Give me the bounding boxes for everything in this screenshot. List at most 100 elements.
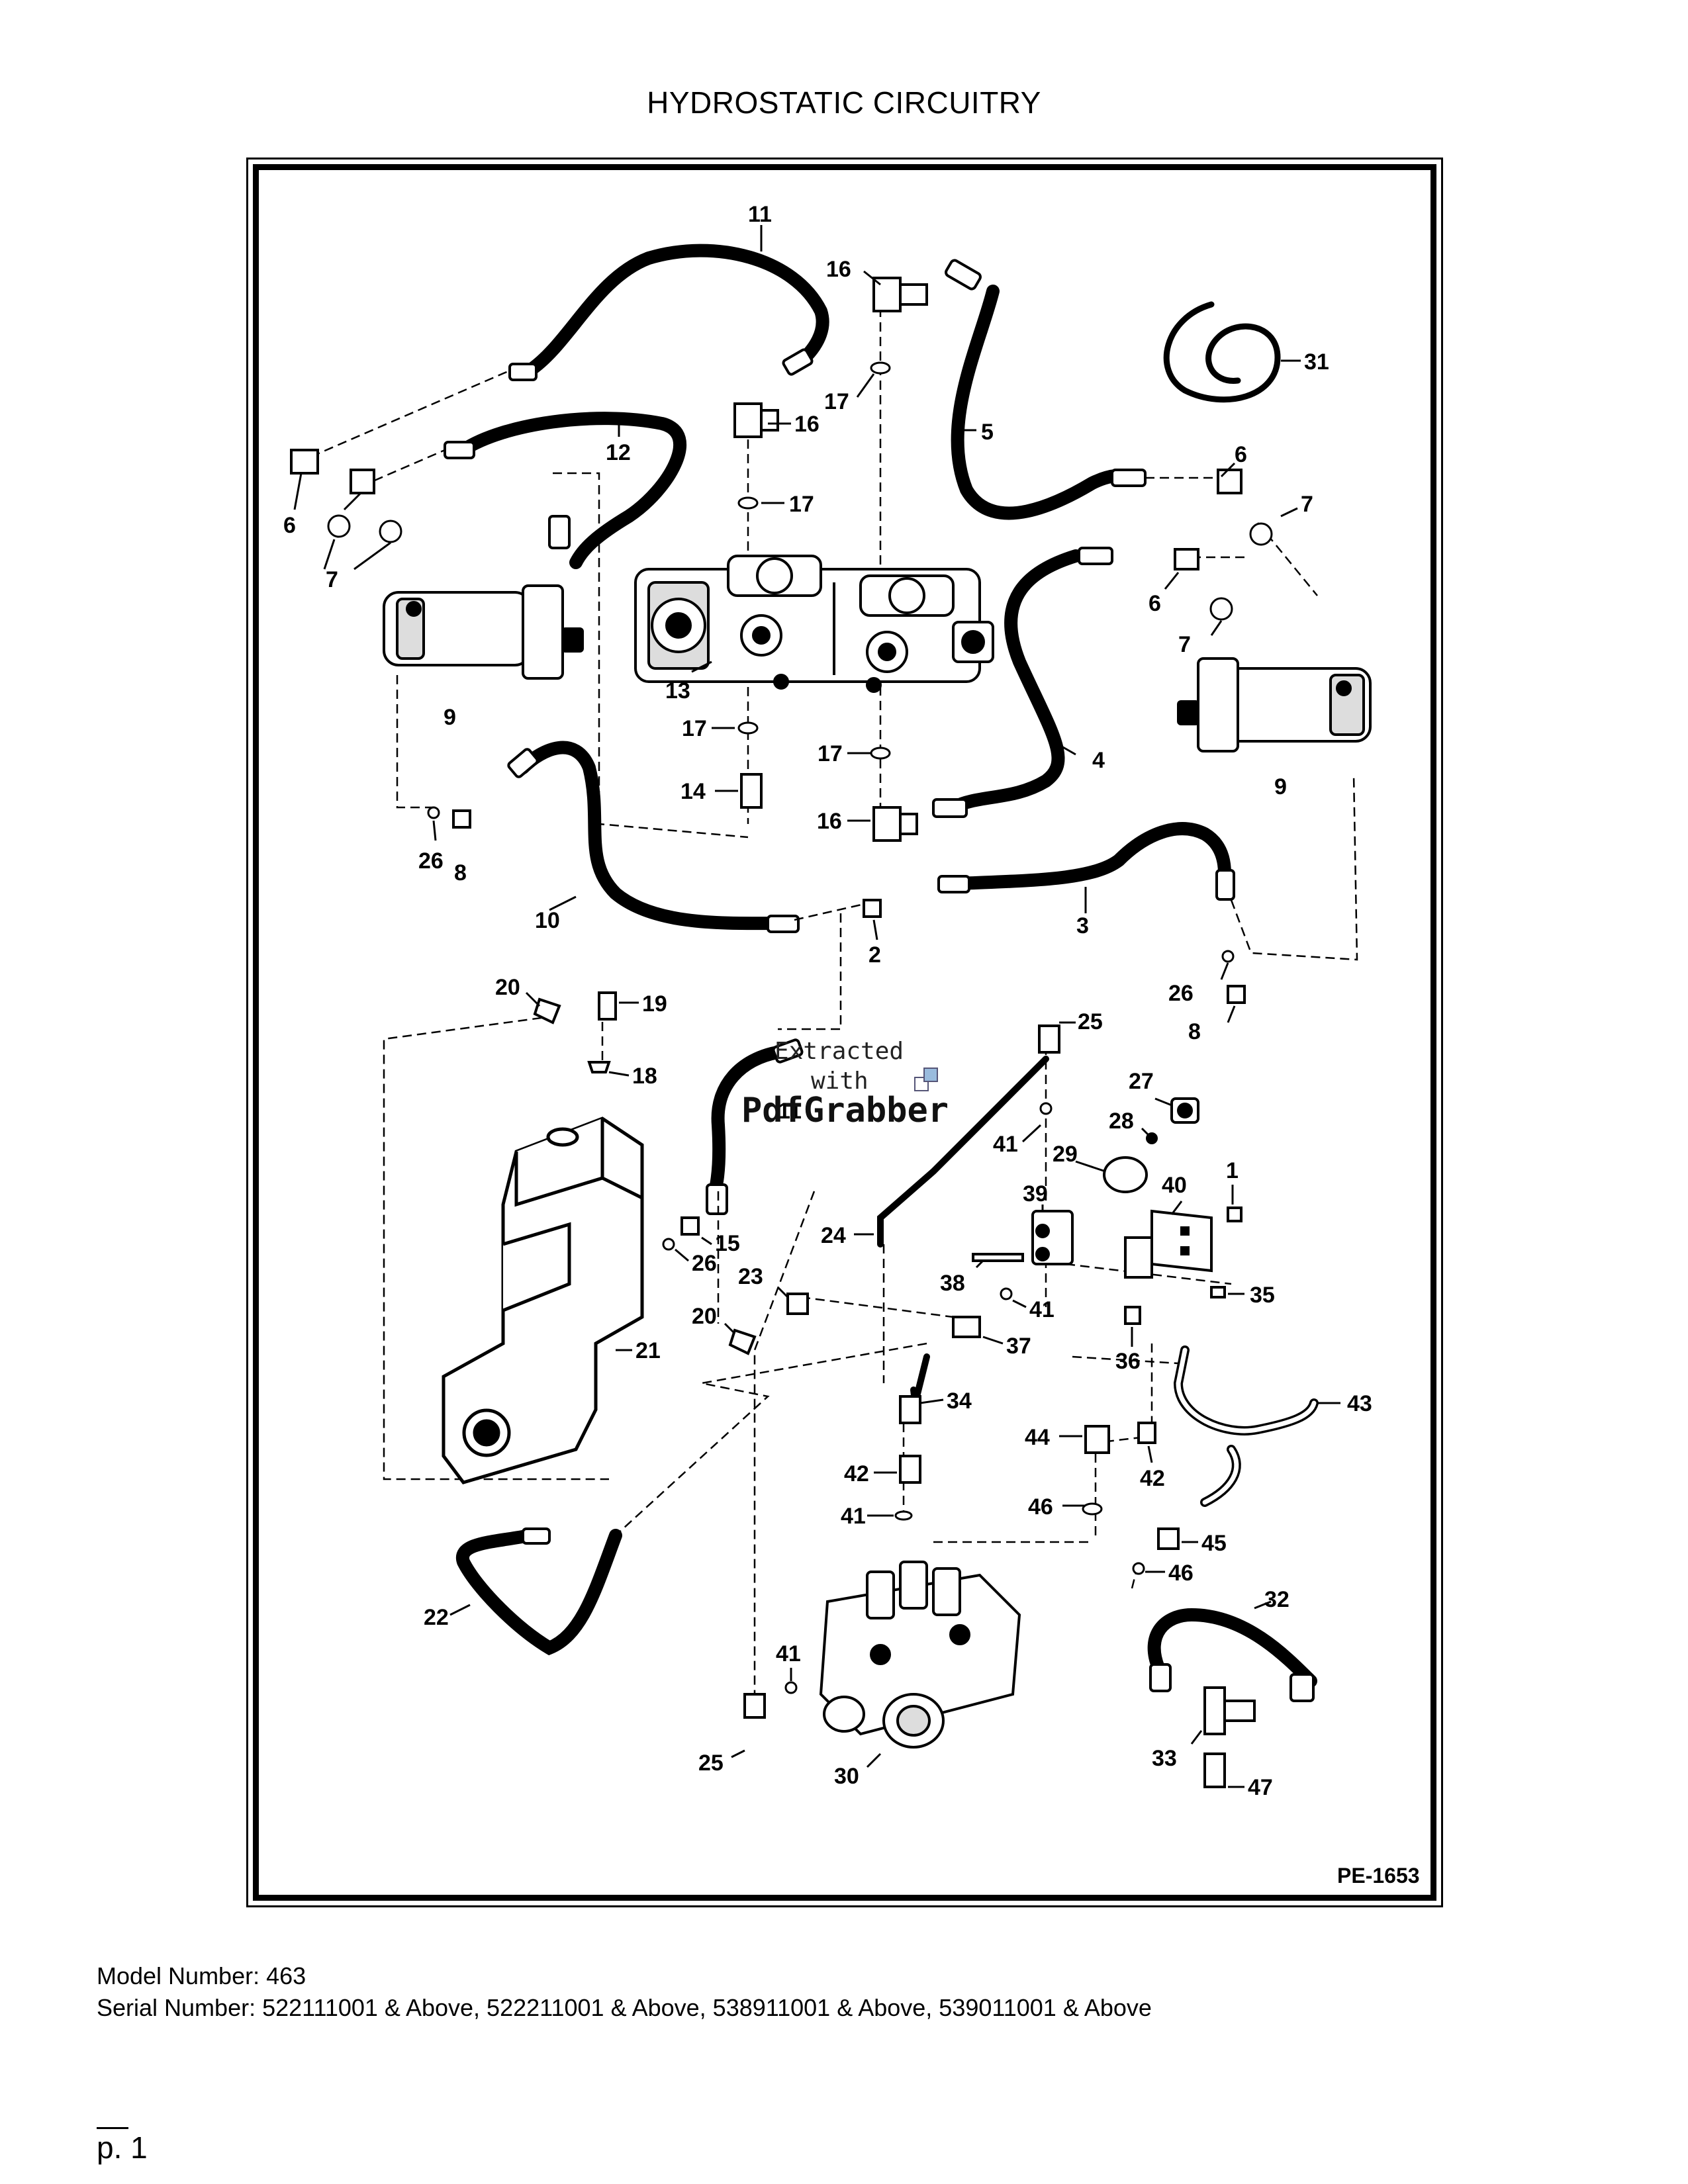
serial-number: Serial Number: 522111001 & Above, 522211…: [97, 1994, 1152, 2021]
hose-31-coil: [1163, 301, 1281, 403]
hose-32: [1147, 1608, 1317, 1688]
callout-13: 13: [665, 678, 690, 704]
callout-22: 22: [424, 1605, 449, 1630]
callout-11: 11: [778, 1099, 802, 1124]
drawing-number: PE-1653: [1337, 1864, 1420, 1888]
callout-39: 39: [1023, 1181, 1048, 1206]
valve-block-39: [1031, 1210, 1074, 1265]
callout-8: 8: [1188, 1019, 1201, 1044]
callout-32: 32: [1264, 1587, 1289, 1612]
page-number: p. 1: [97, 2130, 148, 2165]
tube-line-43: [1173, 1345, 1319, 1507]
hose-fittings: [444, 259, 1315, 1702]
callout-27: 27: [1129, 1069, 1154, 1094]
tandem-hydrostatic-pump: [634, 555, 994, 693]
callout-2: 2: [868, 942, 881, 968]
dashed-connections: [310, 308, 1358, 1701]
callout-1: 1: [1226, 1158, 1239, 1183]
callout-26: 26: [692, 1251, 717, 1276]
hose-22: [456, 1529, 622, 1656]
callout-10: 10: [535, 908, 560, 933]
callout-28: 28: [1109, 1109, 1134, 1134]
callout-31: 31: [1304, 349, 1329, 375]
callout-6: 6: [1149, 591, 1161, 616]
callout-40: 40: [1162, 1173, 1187, 1198]
leader-lines: [293, 225, 1340, 1788]
callout-7: 7: [1301, 492, 1313, 517]
callout-11: 11: [748, 202, 772, 227]
callout-6: 6: [283, 513, 296, 538]
callout-35: 35: [1250, 1283, 1275, 1308]
hose-11: [523, 244, 829, 377]
control-valve: [819, 1561, 1021, 1749]
callout-34: 34: [947, 1388, 972, 1414]
hose-3: [953, 822, 1231, 890]
callout-23: 23: [738, 1264, 763, 1289]
callout-6: 6: [1235, 442, 1247, 467]
callout-38: 38: [940, 1271, 965, 1296]
callout-29: 29: [1053, 1142, 1078, 1167]
watermark-extracted: Extracted: [774, 1038, 904, 1065]
callout-30: 30: [834, 1764, 859, 1789]
hydraulic-reservoir: [442, 1116, 644, 1484]
callout-5: 5: [981, 420, 994, 445]
callout-20: 20: [495, 975, 520, 1000]
callout-37: 37: [1006, 1334, 1031, 1359]
callout-19: 19: [642, 991, 667, 1017]
callout-21: 21: [635, 1338, 661, 1363]
callout-26: 26: [1168, 981, 1194, 1006]
hose-5: [951, 285, 1139, 520]
callout-36: 36: [1115, 1349, 1141, 1374]
callout-4: 4: [1092, 748, 1105, 773]
hose-11b: [708, 1046, 784, 1198]
callout-14: 14: [680, 779, 706, 804]
misc-parts: [1103, 1097, 1199, 1193]
fittings: [290, 277, 1256, 1788]
callout-25: 25: [698, 1751, 724, 1776]
hose-12: [457, 412, 687, 569]
page-number-rule: [97, 2127, 128, 2129]
pdfgrabber-watermark: Extracted with PdfGrabber: [741, 1038, 949, 1130]
drive-motor-left: [383, 584, 584, 680]
callout-9: 9: [444, 705, 456, 730]
watermark-with: with: [811, 1068, 868, 1095]
callout-17: 17: [789, 492, 814, 517]
callout-42: 42: [1140, 1466, 1165, 1491]
callout-7: 7: [326, 567, 338, 592]
callout-41: 41: [993, 1132, 1018, 1157]
bracket-40: [1124, 1209, 1213, 1279]
callout-25: 25: [1078, 1009, 1103, 1034]
callout-7: 7: [1178, 632, 1191, 657]
callout-44: 44: [1025, 1425, 1050, 1450]
callout-42: 42: [844, 1461, 869, 1486]
callout-9: 9: [1274, 774, 1287, 799]
drive-motor-right: [1177, 657, 1372, 752]
hose-10: [516, 741, 788, 931]
tube-line-43-inner: [1176, 1347, 1317, 1505]
callout-labels: 11 16 31 17 16 5 12 17 6 6 7 7 6 7 9 13 …: [283, 202, 1372, 1800]
model-number: Model Number: 463: [97, 1962, 306, 1989]
callout-47: 47: [1248, 1775, 1273, 1800]
watermark-brand: PdfGrabber: [741, 1091, 949, 1130]
callout-46: 46: [1028, 1494, 1053, 1520]
callout-18: 18: [632, 1064, 657, 1089]
callout-24: 24: [821, 1223, 846, 1248]
callout-45: 45: [1201, 1531, 1227, 1556]
o-rings: [327, 361, 1273, 1694]
callout-26: 26: [418, 848, 444, 874]
callout-3: 3: [1076, 913, 1089, 938]
callout-17: 17: [824, 389, 849, 414]
callout-41: 41: [841, 1504, 866, 1529]
callout-17: 17: [682, 716, 707, 741]
callout-16: 16: [826, 257, 851, 282]
diagram-frame-inner: [253, 164, 1436, 1901]
hose-4: [947, 549, 1082, 814]
hoses: [456, 244, 1317, 1688]
callout-43: 43: [1347, 1391, 1372, 1416]
diagram-frame-outer: [246, 158, 1443, 1907]
callout-33: 33: [1152, 1746, 1177, 1771]
callout-15: 15: [715, 1231, 740, 1256]
callout-16: 16: [817, 809, 842, 834]
callout-16: 16: [794, 412, 820, 437]
